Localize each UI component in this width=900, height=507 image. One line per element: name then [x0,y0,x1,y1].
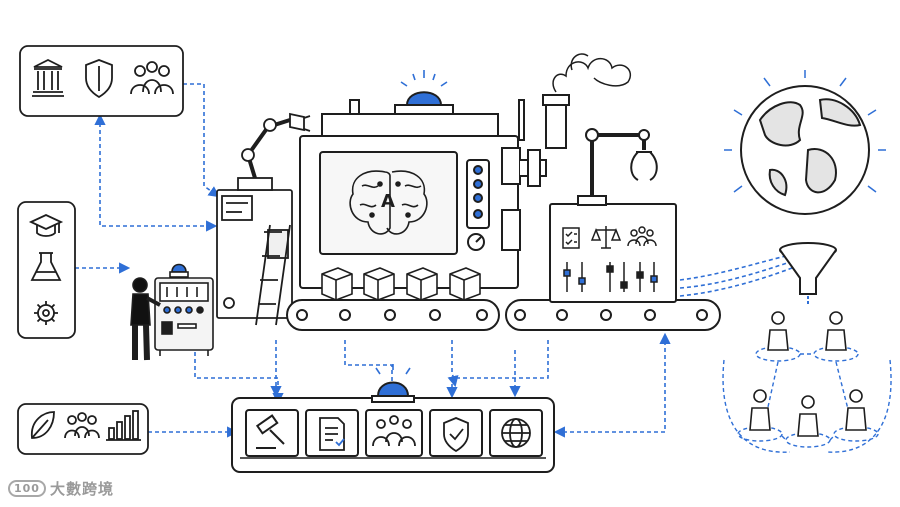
input-panel-governance [20,46,183,116]
smoke-icon [553,54,630,92]
conveyor-belt-main [287,300,499,330]
output-tile-people [366,410,422,456]
stakeholder-people [750,312,866,436]
person-icon [750,390,770,430]
output-tile-document [306,410,358,456]
person-icon [826,312,846,350]
input-panel-sustainability [18,404,148,454]
output-tile-shield [430,410,482,456]
input-panel-education [18,202,75,338]
funnel-icon [780,243,836,304]
alarm-light-icon [401,70,447,105]
core-label: A [381,191,395,212]
input-module [217,114,310,325]
conveyor-belt-output [506,300,720,330]
globe-icon [724,70,886,214]
watermark: 100 大數跨境 [8,478,114,499]
person-icon [846,390,866,430]
person-icon [798,396,818,436]
output-tile-globe [490,410,542,456]
alarm-light-icon [372,364,414,402]
assessment-module [550,129,676,302]
watermark-badge: 100 [8,480,46,497]
claw-icon [631,152,657,180]
output-tile-gavel [246,410,298,456]
console-alarm-light-icon [170,265,188,278]
operator-console [131,265,213,361]
person-icon [768,312,788,350]
robot-arm-right [578,129,657,205]
output-panel [232,364,554,472]
watermark-text: 大數跨境 [50,478,114,499]
gauge-icon [468,234,484,250]
exhaust-pipe [520,95,569,186]
